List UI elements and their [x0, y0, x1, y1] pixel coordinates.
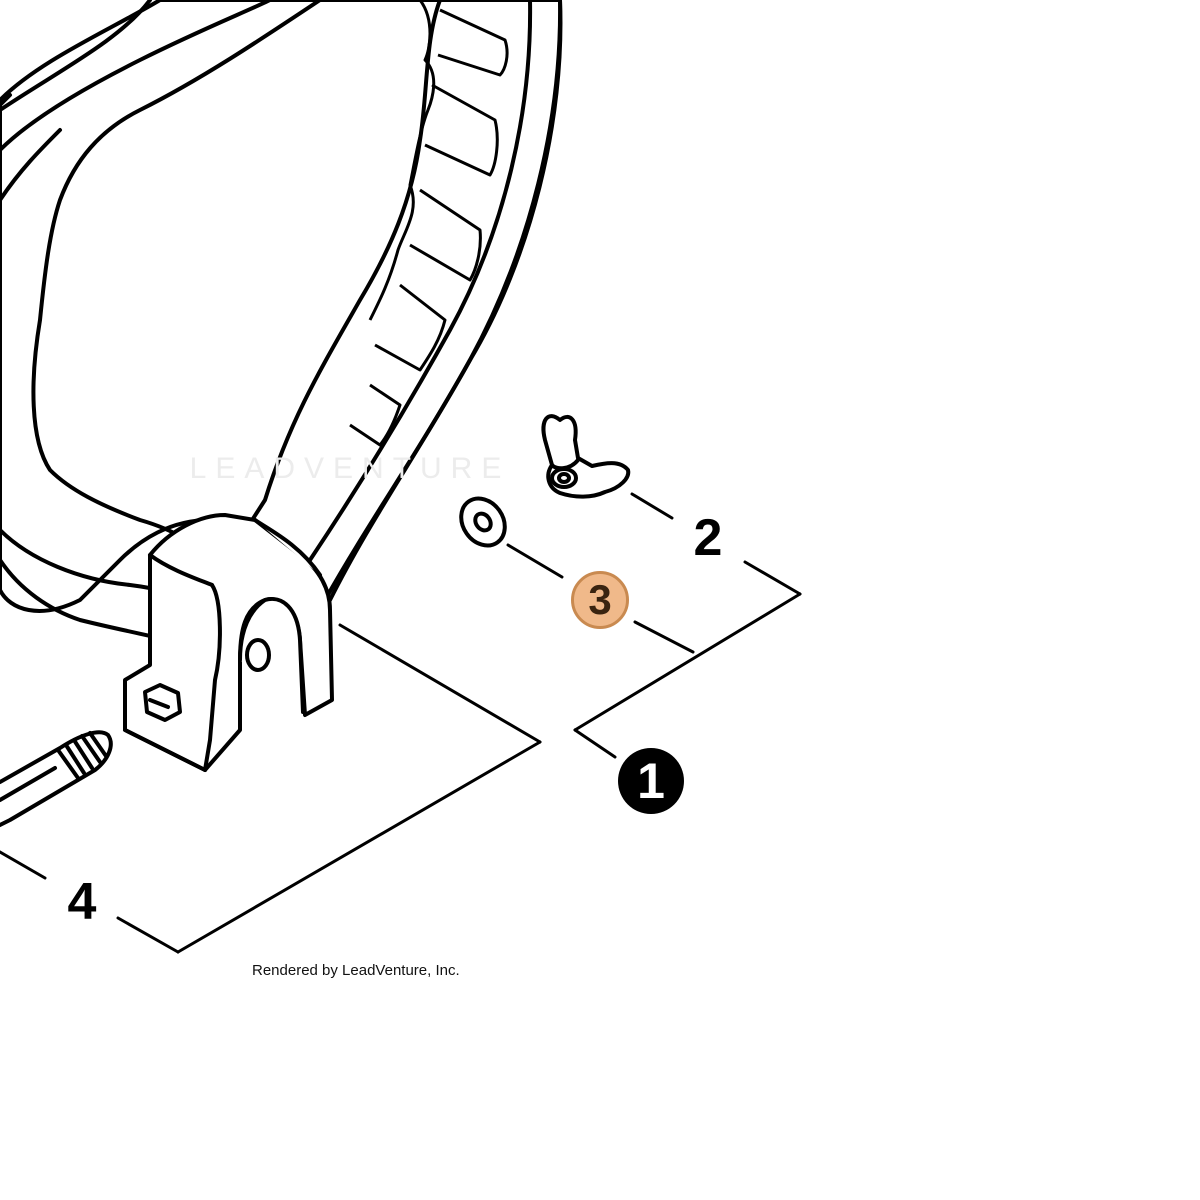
handle-grip-ribs	[349, 0, 509, 447]
wing-nut	[541, 414, 631, 499]
callout-part-4[interactable]: 4	[67, 873, 97, 931]
handle-bracket	[123, 513, 334, 772]
watermark-text: LEADVENTURE	[189, 452, 511, 485]
render-credit: Rendered by LeadVenture, Inc.	[252, 962, 460, 979]
leader-lines	[0, 492, 802, 954]
callout-part-3-highlighted[interactable]: 3	[571, 571, 629, 629]
bolt	[0, 730, 113, 827]
washer	[459, 496, 507, 548]
callout-part-2[interactable]: 2	[693, 509, 723, 567]
callout-part-1[interactable]: 1	[618, 748, 684, 814]
